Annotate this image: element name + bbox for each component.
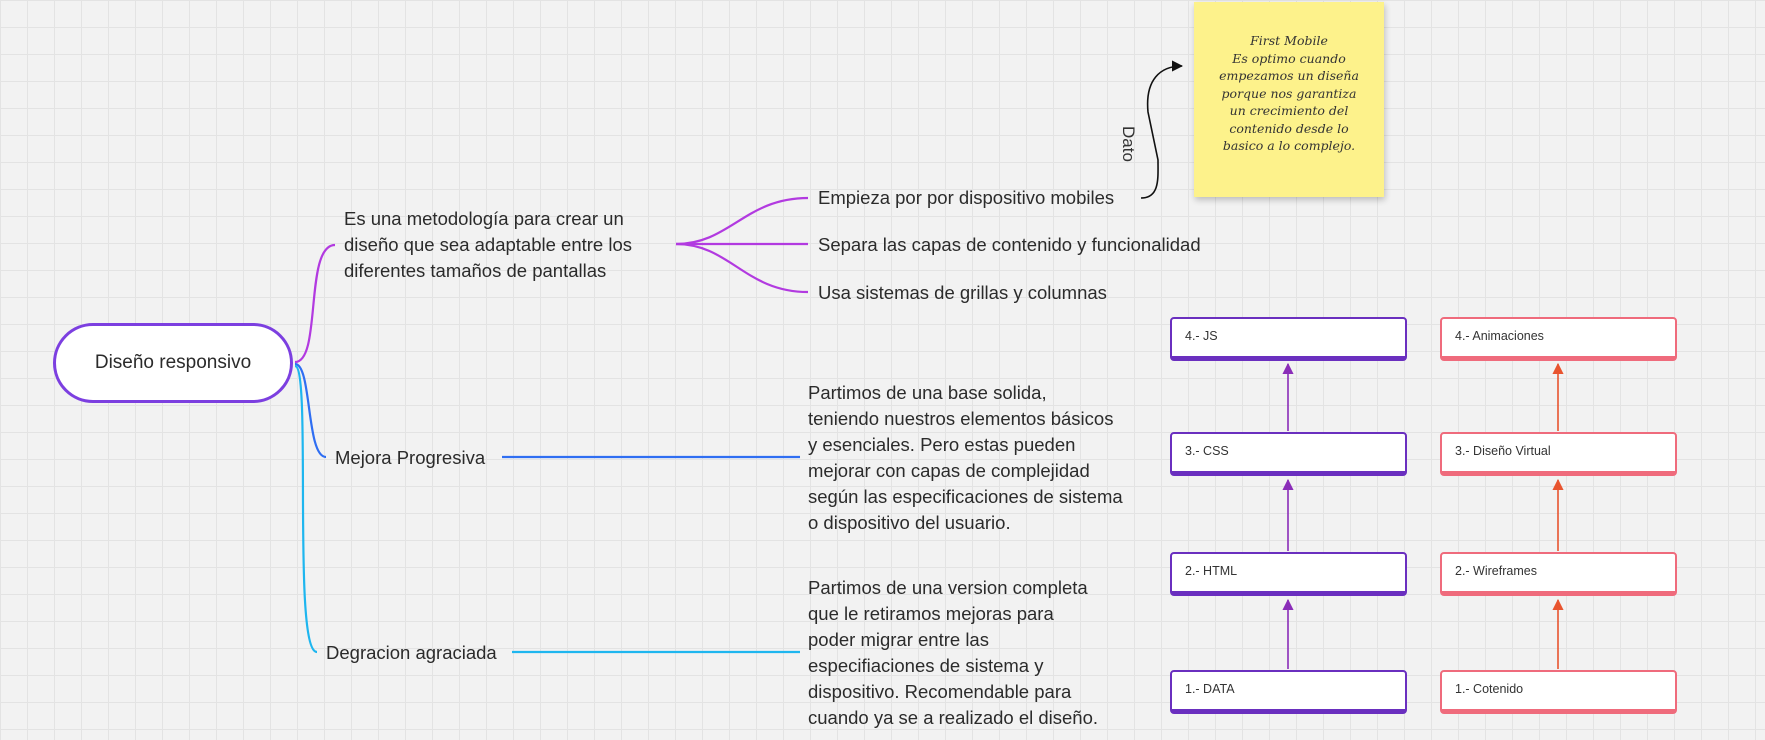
sticky-note[interactable]: First Mobile Es optimo cuando empezamos … [1194, 2, 1384, 197]
graceful-description[interactable]: Partimos de una version completa que le … [808, 575, 1098, 731]
progressive-line-2: teniendo nuestros elementos básicos [808, 408, 1114, 429]
card-diseno-virtual[interactable]: 3.- Diseño Virtual [1440, 432, 1677, 476]
definition-line-3: diferentes tamaños de pantallas [344, 260, 607, 281]
link-definition-child-1 [675, 196, 809, 246]
root-node[interactable]: Diseño responsivo [53, 323, 293, 403]
definition-child-1[interactable]: Empieza por por dispositivo mobiles [818, 187, 1115, 208]
card-wireframes[interactable]: 2.- Wireframes [1440, 552, 1677, 596]
progressive-node[interactable]: Mejora Progresiva [335, 447, 486, 468]
graceful-line-2: que le retiramos mejoras para [808, 603, 1054, 624]
definition-node[interactable]: Es una metodología para crear un diseño … [344, 206, 632, 284]
sticky-line-6: contenido desde lo [1229, 120, 1349, 136]
card-contenido[interactable]: 1.- Cotenido [1440, 670, 1677, 714]
link-root-graceful [293, 364, 318, 654]
definition-line-1: Es una metodología para crear un [344, 208, 624, 229]
progressive-line-3: y esenciales. Pero estas pueden [808, 434, 1076, 455]
definition-child-2[interactable]: Separa las capas de contenido y funciona… [818, 234, 1201, 255]
graceful-line-1: Partimos de una version completa [808, 577, 1088, 598]
sticky-line-1: First Mobile [1250, 33, 1328, 48]
progressive-line-1: Partimos de una base solida, [808, 382, 1047, 403]
card-animaciones[interactable]: 4.- Animaciones [1440, 317, 1677, 361]
graceful-line-4: especifiaciones de sistema y [808, 655, 1044, 676]
dato-connector [1140, 60, 1184, 199]
link-definition-child-3 [675, 242, 809, 294]
card-data[interactable]: 1.- DATA [1170, 670, 1407, 714]
graceful-line-6: cuando ya se a realizado el diseño. [808, 707, 1099, 728]
graceful-line-5: dispositivo. Recomendable para [808, 681, 1072, 702]
link-root-definition [294, 243, 336, 364]
card-html[interactable]: 2.- HTML [1170, 552, 1407, 596]
definition-child-3[interactable]: Usa sistemas de grillas y columnas [818, 282, 1107, 303]
connector-label[interactable]: Dato [1119, 126, 1138, 162]
sticky-line-3: empezamos un diseña [1219, 68, 1359, 83]
card-js[interactable]: 4.- JS [1170, 317, 1407, 361]
card-css[interactable]: 3.- CSS [1170, 432, 1407, 476]
sticky-line-5: un crecimiento del [1229, 103, 1349, 118]
sticky-line-4: porque nos garantiza [1221, 85, 1357, 101]
progressive-line-4: mejorar con capas de complejidad [808, 460, 1090, 481]
root-label: Diseño responsivo [94, 352, 252, 373]
sticky-line-7: basico a lo complejo. [1222, 138, 1356, 153]
graceful-node[interactable]: Degracion agraciada [326, 642, 497, 663]
progressive-line-6: o dispositivo del usuario. [808, 512, 1011, 533]
graceful-line-3: poder migrar entre las [808, 629, 989, 650]
progressive-description[interactable]: Partimos de una base solida, teniendo nu… [808, 380, 1123, 536]
definition-line-2: diseño que sea adaptable entre los [344, 234, 632, 255]
sticky-line-2: Es optimo cuando [1232, 50, 1346, 66]
link-root-progressive [294, 362, 327, 459]
progressive-line-5: según las especificaciones de sistema [808, 486, 1123, 507]
